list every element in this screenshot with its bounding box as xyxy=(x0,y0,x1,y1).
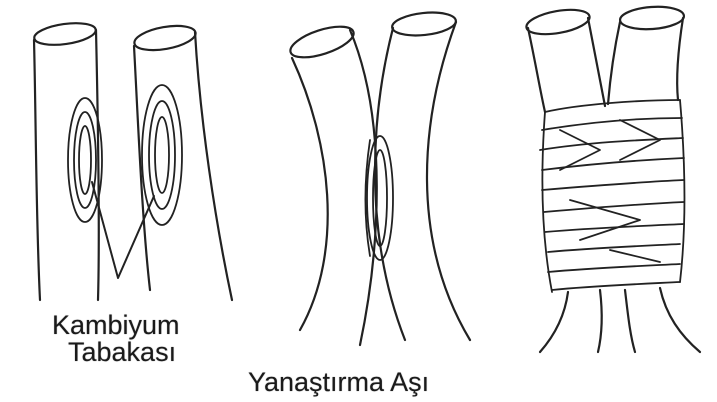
panel-cambium-cut xyxy=(33,20,232,300)
rootstock-bases xyxy=(540,288,700,352)
left-curved-stem xyxy=(287,20,377,345)
left-stem xyxy=(33,20,99,300)
right-curved-stem xyxy=(375,10,470,340)
cambium-label-line2: Tabakası xyxy=(68,337,176,368)
cambium-rings-right xyxy=(142,85,182,225)
panel-wrapped-graft xyxy=(525,5,700,352)
left-scion xyxy=(525,6,605,112)
graft-title-label: Yanaştırma Aşı xyxy=(248,367,429,398)
binding-wrap xyxy=(540,100,685,292)
right-scion xyxy=(608,5,685,104)
panel-joined-stems xyxy=(287,10,470,345)
